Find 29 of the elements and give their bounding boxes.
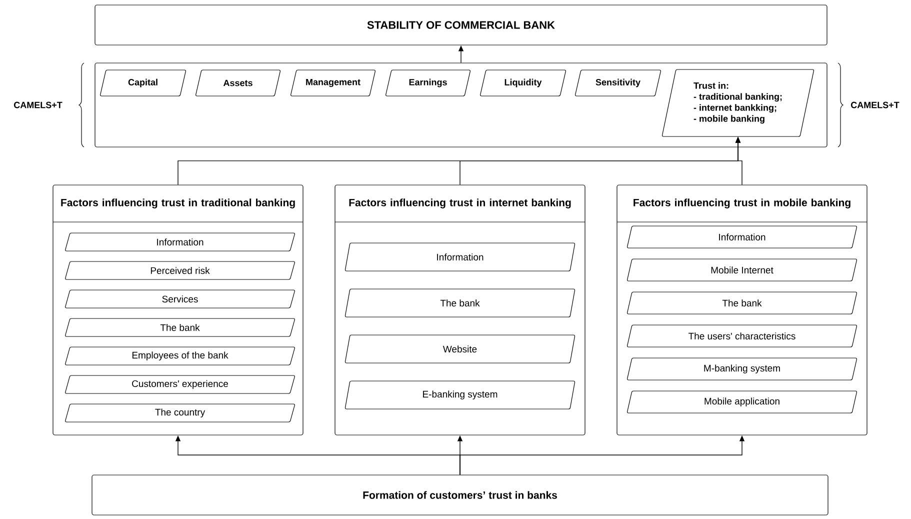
factor-parallelogram: Information [627, 226, 857, 248]
factor-parallelogram: Website [344, 334, 576, 364]
factor-parallelogram: Services [65, 290, 295, 308]
factor-parallelogram: Information [65, 232, 295, 252]
factor-parallelogram: Employees of the bank [65, 346, 295, 366]
factor-parallelogram: M-banking system [627, 358, 857, 380]
title-box: STABILITY OF COMMERCIAL BANK [94, 4, 828, 46]
group-label: CAMELS+T [14, 102, 62, 108]
factor-parallelogram: The bank [65, 318, 295, 337]
indicator-parallelogram: Trust in: - traditional banking; - internet bankking; - mobile banking [662, 69, 814, 137]
group-label: CAMELS+T [851, 102, 900, 108]
indicator-parallelogram: Liquidity [480, 70, 566, 96]
indicator-parallelogram: Sensitivity [575, 70, 661, 96]
factor-parallelogram: The bank [627, 292, 857, 314]
title-box: Formation of customers’ trust in banks [92, 474, 828, 516]
factor-parallelogram: E-banking system [344, 380, 576, 410]
factor-parallelogram: The bank [344, 288, 576, 318]
factor-parallelogram: The country [65, 404, 295, 422]
factor-parallelogram: Perceived risk [65, 261, 295, 280]
indicator-frame [94, 62, 828, 148]
factor-parallelogram: Mobile Internet [627, 258, 857, 282]
factor-parallelogram: Mobile application [627, 390, 857, 414]
indicator-parallelogram: Assets [196, 70, 280, 96]
indicator-parallelogram: Management [290, 70, 376, 96]
factor-parallelogram: The users' characteristics [627, 324, 857, 348]
indicator-parallelogram: Capital [100, 70, 186, 96]
factor-parallelogram: Customers' experience [65, 375, 295, 394]
indicator-parallelogram: Earnings [386, 70, 470, 96]
factor-parallelogram: Information [344, 242, 576, 272]
